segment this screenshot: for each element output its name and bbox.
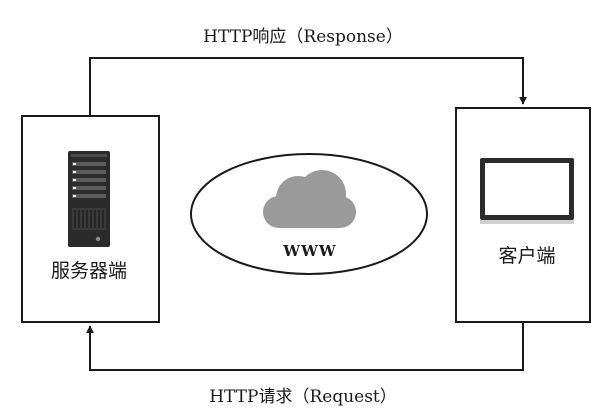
request-arrow xyxy=(86,322,524,371)
cloud-icon xyxy=(263,170,356,228)
request-label: HTTP请求（Request） xyxy=(209,387,397,407)
client-label: 客户端 xyxy=(498,245,555,267)
response-label: HTTP响应（Response） xyxy=(203,27,403,47)
server-tower-icon xyxy=(68,151,110,247)
response-arrow xyxy=(89,57,527,116)
server-label: 服务器端 xyxy=(51,260,127,282)
www-label: WWW xyxy=(282,242,337,260)
monitor-icon xyxy=(480,158,574,224)
